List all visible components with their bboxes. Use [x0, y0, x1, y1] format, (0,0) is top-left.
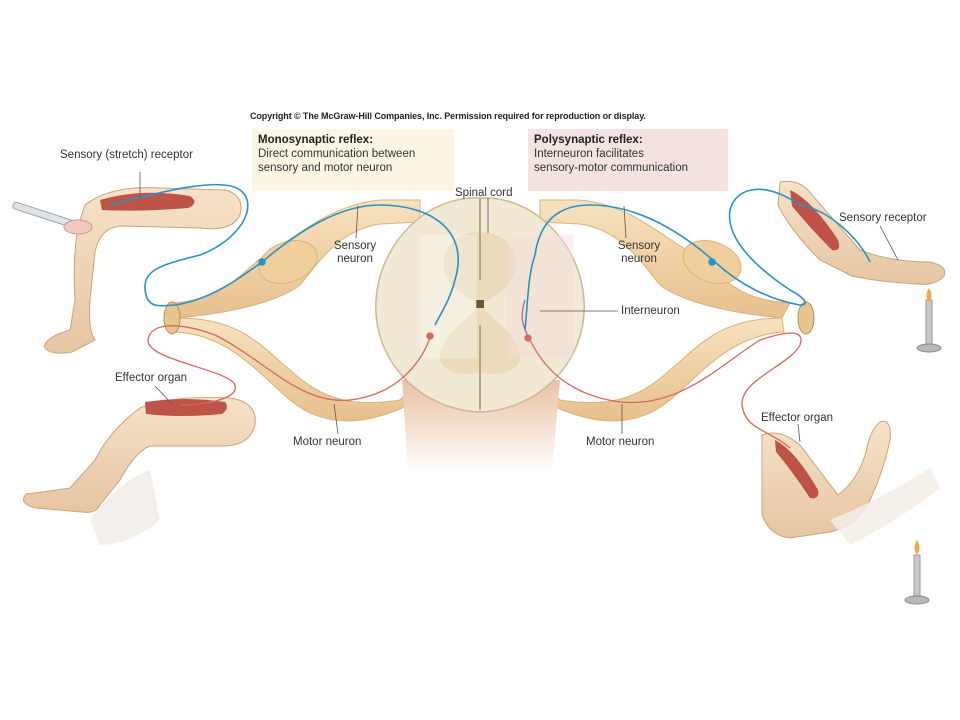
label-sensory-neuron-right: Sensory neuron — [613, 240, 665, 266]
mono-box-heading: Monosynaptic reflex: — [258, 134, 374, 146]
sensory-neuron-left-line1: Sensory — [333, 240, 377, 252]
interneuron-fiber — [521, 299, 529, 337]
leader-sensory-neuron-left — [355, 205, 359, 239]
sensory-neuron-left-line2: neuron — [337, 253, 373, 265]
left-leg-top — [43, 187, 242, 354]
label-sensory-neuron-left: Sensory neuron — [329, 240, 381, 266]
label-effector-organ-right: Effector organ — [761, 412, 834, 424]
right-arm-bottom — [761, 420, 940, 545]
leader-sensory-neuron-right — [623, 205, 627, 239]
sensory-fiber-right-descending — [524, 254, 536, 331]
effector-muscle-right — [775, 440, 819, 499]
sensory-fiber-left — [109, 183, 459, 326]
quadriceps-muscle — [100, 192, 195, 211]
mono-box-line1: Direct communication between — [258, 148, 416, 160]
leader-effector-organ-left — [154, 385, 173, 405]
sensory-neuron-right-line1: Sensory — [617, 240, 661, 252]
leader-motor-neuron-left — [333, 403, 339, 435]
mono-box-line2: sensory and motor neuron — [258, 162, 393, 174]
poly-highlight-panel — [507, 235, 573, 358]
bunsen-burner-bottom — [904, 540, 930, 605]
poly-box-heading: Polysynaptic reflex: — [534, 134, 643, 146]
label-sensory-stretch-receptor: Sensory (stretch) receptor — [60, 149, 193, 161]
motor-fibers — [147, 299, 802, 449]
leader-sensory-receptor-right — [879, 225, 899, 261]
sensory-neuron-right-line2: neuron — [621, 253, 657, 265]
dorsal-root-ganglion-left — [258, 240, 318, 284]
poly-box-line2: sensory-motor communication — [534, 162, 689, 174]
leader-effector-organ-right — [797, 423, 801, 443]
sensory-cell-body-right — [708, 258, 716, 266]
left-leg-bottom — [23, 396, 256, 545]
right-arm-top — [777, 180, 946, 285]
poly-box-line1: Interneuron facilitates — [534, 148, 644, 160]
spinal-cord — [375, 197, 585, 475]
motor-fiber-right — [529, 332, 802, 449]
reflex-hammer — [12, 201, 93, 235]
label-motor-neuron-right: Motor neuron — [586, 436, 655, 448]
central-canal — [476, 300, 484, 308]
label-interneuron: Interneuron — [621, 305, 680, 317]
leader-lines — [139, 172, 899, 443]
bunsen-burner-top — [916, 288, 942, 353]
label-effector-organ-left: Effector organ — [115, 372, 188, 384]
sensory-fiber-right — [534, 188, 871, 306]
copyright-notice: Copyright © The McGraw-Hill Companies, I… — [250, 111, 646, 121]
label-spinal-cord: Spinal cord — [455, 187, 513, 199]
polysynaptic-reflex-box: Polysynaptic reflex: Interneuron facilit… — [528, 129, 728, 191]
sensory-fibers — [109, 183, 871, 331]
label-sensory-receptor-right: Sensory receptor — [839, 212, 927, 224]
monosynaptic-reflex-box: Monosynaptic reflex: Direct communicatio… — [252, 129, 454, 191]
motor-cell-body-left — [426, 332, 434, 340]
motor-fiber-left — [147, 325, 431, 406]
label-motor-neuron-left: Motor neuron — [293, 436, 362, 448]
sensory-cell-body-left — [258, 258, 266, 266]
